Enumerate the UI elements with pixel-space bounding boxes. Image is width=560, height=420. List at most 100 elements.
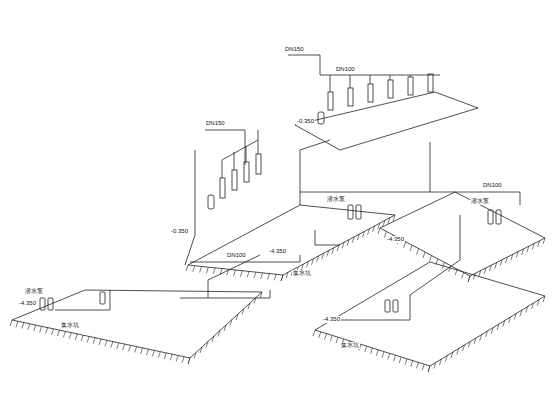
hatch-stroke: [182, 357, 184, 363]
hatch-stroke: [388, 218, 390, 224]
hatch-stroke: [87, 336, 89, 342]
sump-slab: [188, 205, 395, 275]
hatch-stroke: [286, 272, 288, 278]
pump-group: [318, 74, 433, 124]
pipe: [208, 255, 260, 298]
hatch-stroke: [254, 272, 256, 278]
hatch-stroke: [468, 276, 470, 282]
hatch-stroke: [422, 364, 424, 370]
hatch-stroke: [28, 324, 30, 330]
hatch-stroke: [410, 245, 412, 251]
hatch-stroke: [267, 274, 269, 280]
hatch-stroke: [200, 266, 202, 272]
annotation-label: DN100: [335, 66, 356, 73]
hatch-stroke: [382, 352, 384, 358]
hatch-stroke: [342, 242, 344, 248]
hatch-stroke: [260, 292, 262, 298]
hatch-stroke: [254, 298, 256, 304]
hatch-stroke: [457, 349, 459, 355]
sump-slab: [12, 290, 262, 358]
hatch-stroke: [206, 342, 208, 348]
hatch-stroke: [537, 300, 539, 306]
hatch-stroke: [123, 344, 125, 350]
hatch-stroke: [352, 237, 354, 243]
hatch-stroke: [261, 273, 263, 279]
hatch-stroke: [417, 249, 419, 255]
hatch-stroke: [193, 266, 195, 272]
annotation-label: DN150: [205, 120, 226, 127]
hatch-stroke: [188, 358, 190, 364]
hatch-stroke: [170, 354, 172, 360]
hatch-stroke: [152, 350, 154, 356]
hatch-stroke: [176, 355, 178, 361]
hatch-stroke: [16, 321, 18, 327]
pipe: [330, 295, 410, 320]
hatch-stroke: [411, 361, 413, 367]
hatch-stroke: [188, 358, 190, 364]
annotation-label: 潜水泵: [24, 288, 44, 295]
hatch-stroke: [186, 265, 188, 271]
hatch-stroke: [514, 314, 516, 320]
annotation-label: DN150: [284, 46, 305, 53]
hatch-stroke: [325, 334, 327, 340]
annotation-label: 集水坑: [60, 322, 80, 329]
hatch-stroke: [46, 328, 48, 334]
hatch-stroke: [312, 259, 314, 265]
hatch-stroke: [434, 363, 436, 369]
hatch-stroke: [22, 323, 24, 329]
hatch-stroke: [532, 243, 534, 249]
hatch-stroke: [129, 345, 131, 351]
hatch-stroke: [248, 303, 250, 309]
hatch-stroke: [40, 326, 42, 332]
hatch-stroke: [394, 355, 396, 361]
annotation-label: 潜水泵: [326, 196, 346, 203]
sump-slab: [315, 262, 545, 366]
hatch-stroke: [117, 343, 119, 349]
hatch-stroke: [428, 366, 430, 372]
pipe: [180, 290, 270, 298]
hatch-stroke: [497, 324, 499, 330]
annotation-label: -4.350: [322, 316, 341, 323]
hatch-stroke: [281, 275, 283, 281]
hatch-stroke: [330, 335, 332, 341]
annotation-label: 潜水泵: [470, 198, 490, 205]
hatch-stroke: [247, 271, 249, 277]
annotation-label: -4.350: [18, 300, 37, 307]
hatch-stroke: [468, 276, 470, 282]
annotation-label: -0.350: [170, 228, 189, 235]
pipe: [185, 150, 195, 265]
hatch-stroke: [322, 253, 324, 259]
hatch-stroke: [532, 303, 534, 309]
hatch-stroke: [516, 252, 518, 258]
ground-hatching: [10, 215, 545, 372]
hatch-stroke: [242, 309, 244, 315]
hatch-stroke: [489, 265, 491, 271]
hatch-stroke: [63, 331, 65, 337]
hatch-stroke: [99, 339, 101, 345]
pipe: [55, 290, 110, 310]
hatch-stroke: [240, 271, 242, 277]
annotation-label: -0.350: [296, 118, 315, 125]
pipe: [410, 215, 460, 295]
hatch-stroke: [479, 271, 481, 277]
hatch-stroke: [336, 337, 338, 343]
hatch-stroke: [474, 338, 476, 344]
hatch-stroke: [405, 359, 407, 365]
hatch-stroke: [462, 273, 464, 279]
hatch-stroke: [455, 269, 457, 275]
hatch-stroke: [484, 268, 486, 274]
hatch-stroke: [69, 333, 71, 339]
hatch-stroke: [522, 249, 524, 255]
hatch-stroke: [509, 317, 511, 323]
hatch-stroke: [428, 366, 430, 372]
hatch-stroke: [486, 331, 488, 337]
hatch-stroke: [105, 340, 107, 346]
hatch-stroke: [135, 347, 137, 353]
hatch-stroke: [388, 353, 390, 359]
hatch-stroke: [526, 307, 528, 313]
hatch-stroke: [220, 269, 222, 275]
hatch-stroke: [373, 226, 375, 232]
hatch-stroke: [399, 357, 401, 363]
